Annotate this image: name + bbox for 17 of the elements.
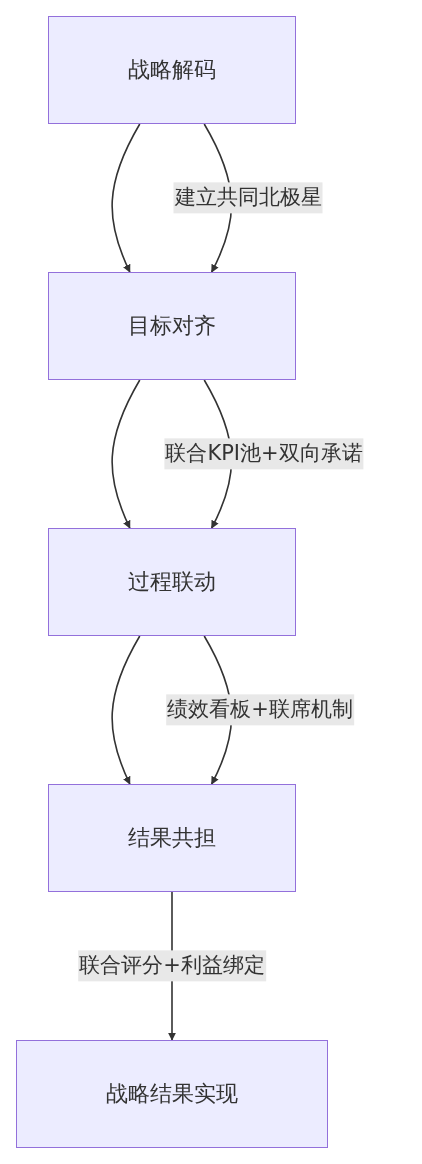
node-label: 战略结果实现 [106, 1080, 238, 1108]
node-label: 战略解码 [128, 56, 216, 84]
edge-label: 建立共同北极星 [173, 182, 323, 214]
arrow [111, 635, 141, 785]
node-label: 目标对齐 [128, 312, 216, 340]
edge-label: 绩效看板+联席机制 [166, 694, 354, 726]
edge-label: 联合评分+利益绑定 [78, 950, 266, 982]
process-box [48, 528, 296, 636]
process-box [48, 16, 296, 124]
node-label: 结果共担 [128, 824, 216, 852]
process-box [48, 784, 296, 892]
edge-label: 联合KPI池+双向承诺 [164, 438, 364, 470]
arrow [111, 123, 141, 273]
node-label: 过程联动 [128, 568, 216, 596]
process-box [48, 272, 296, 380]
arrow [111, 379, 141, 529]
process-box [16, 1040, 328, 1148]
